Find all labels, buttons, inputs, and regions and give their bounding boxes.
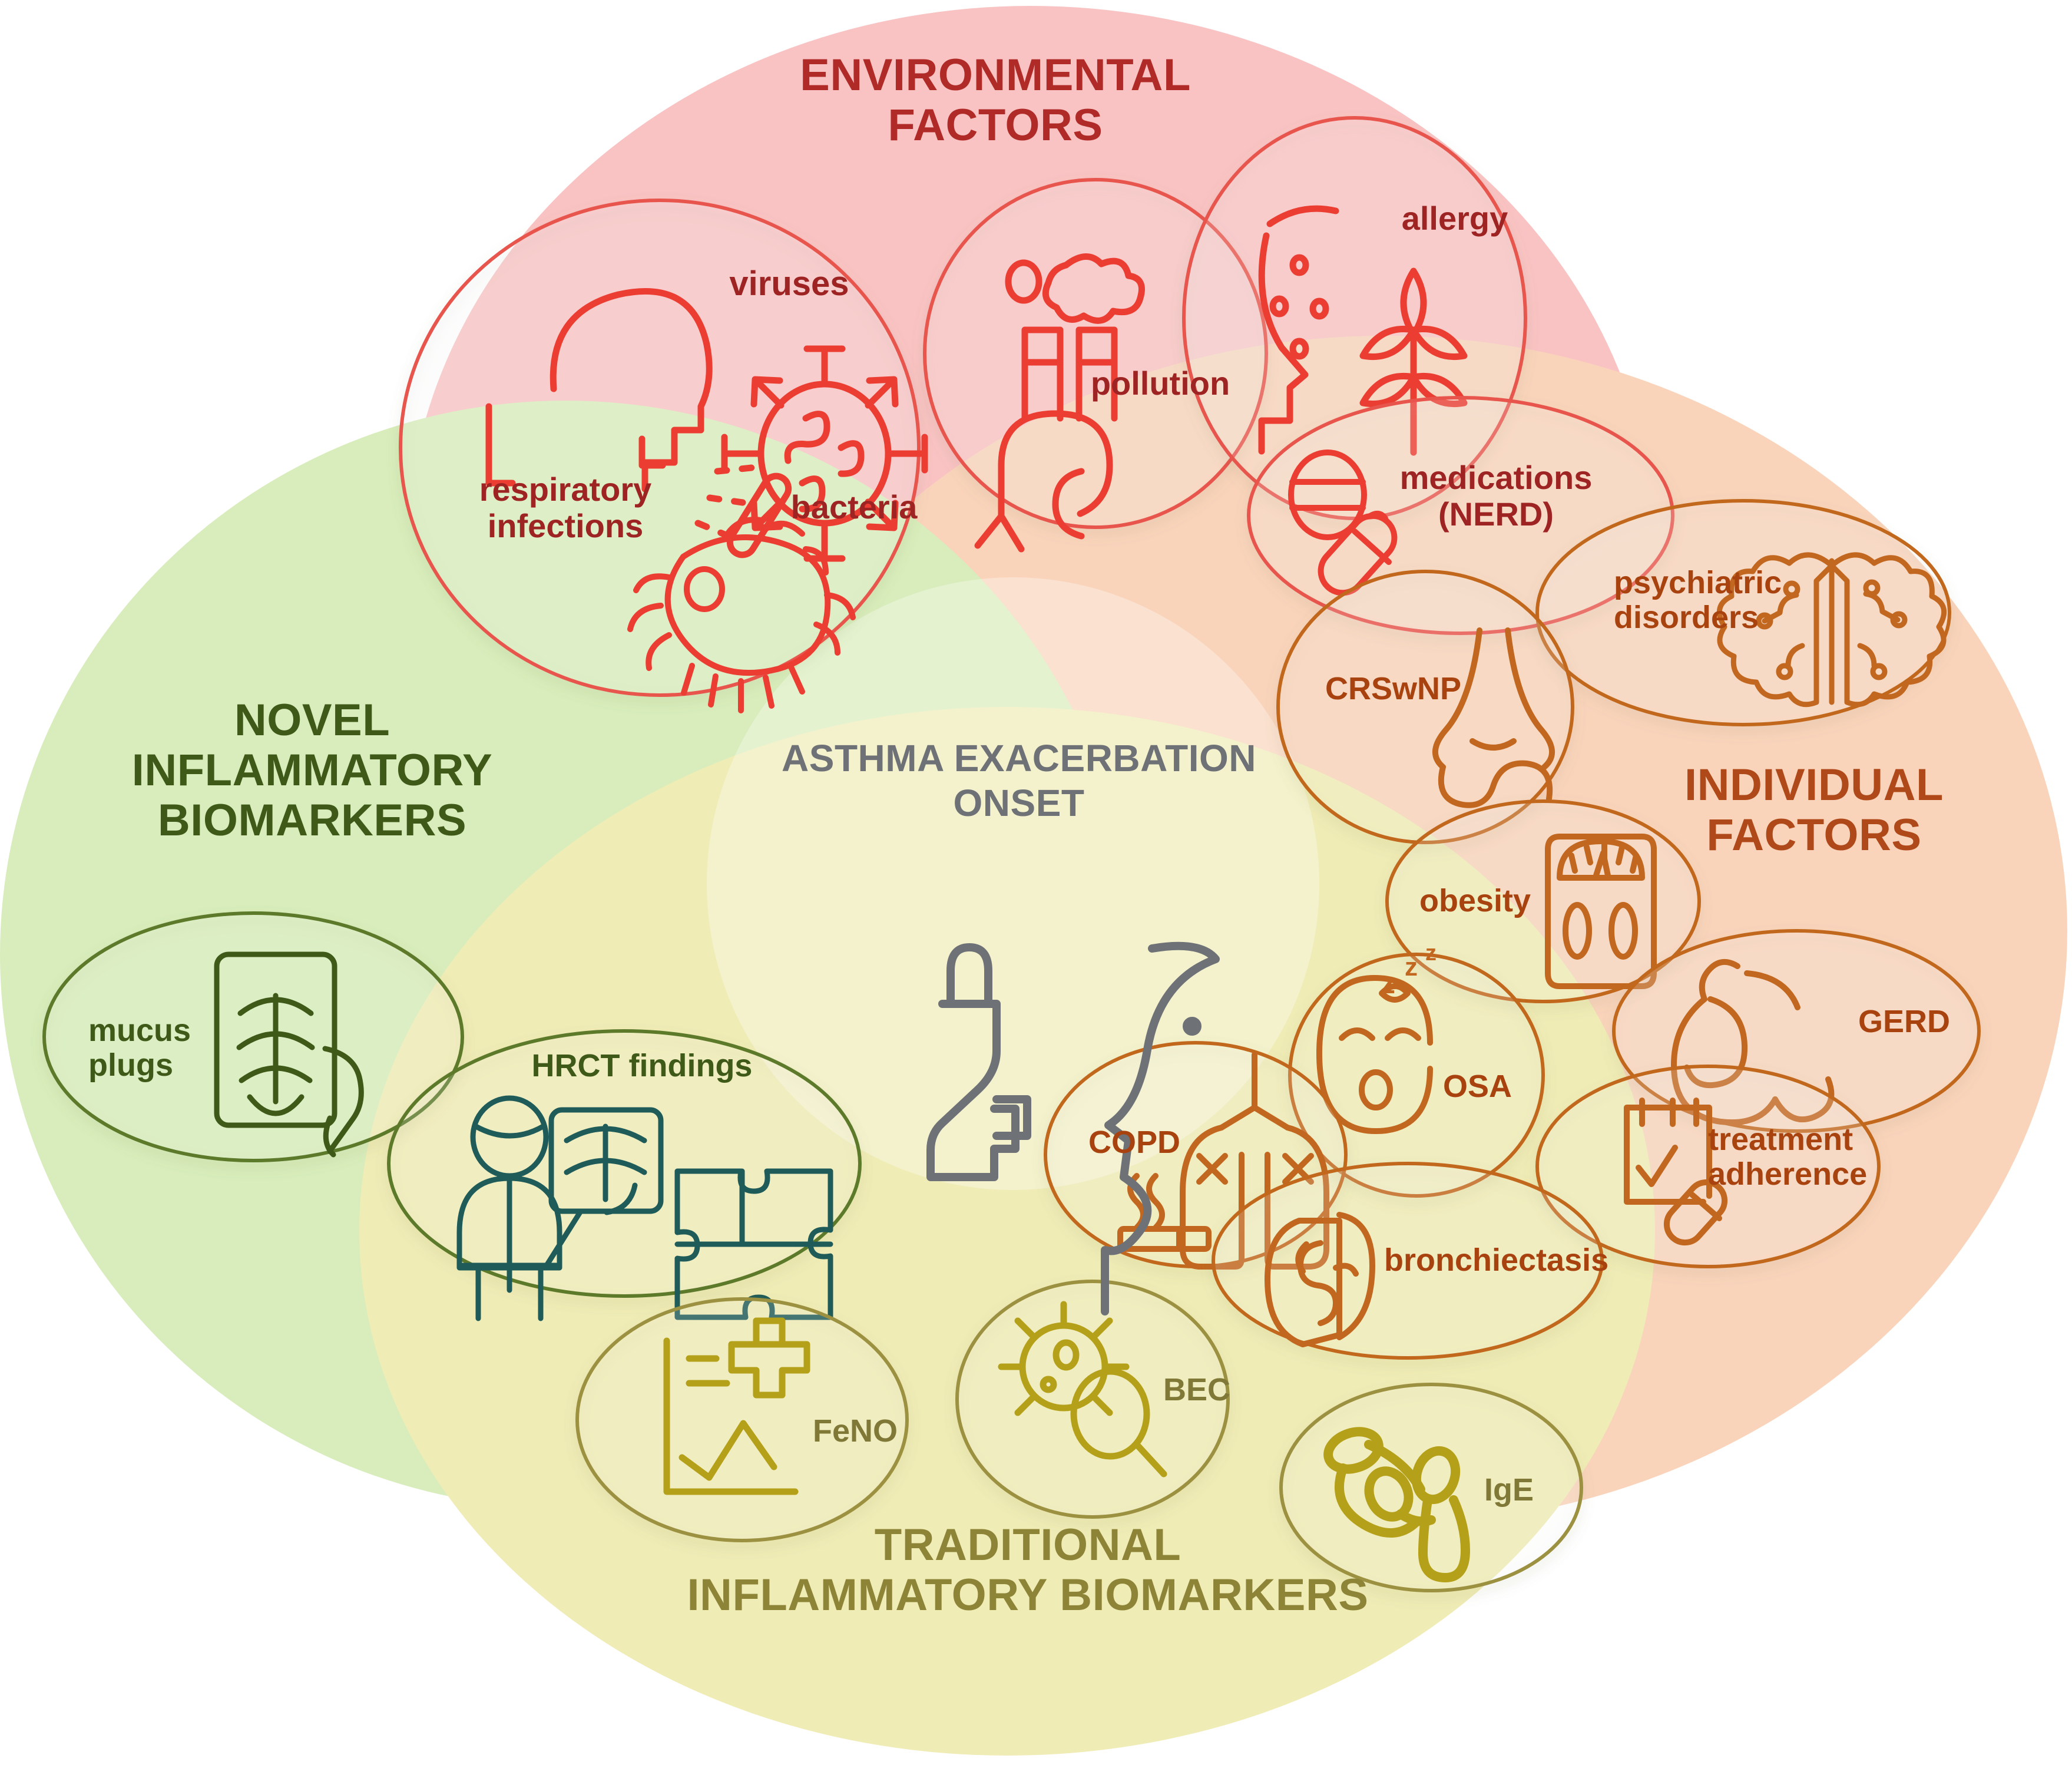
node-feno[interactable]: [575, 1297, 909, 1542]
svg-text:z: z: [1425, 941, 1437, 966]
svg-text:z: z: [1381, 967, 1395, 1000]
svg-text:z: z: [1405, 953, 1418, 981]
node-respiratory-infections[interactable]: [399, 199, 921, 697]
chest-xray-in-hand-icon: [214, 951, 364, 1158]
antibody-icon: [1323, 1427, 1470, 1582]
eosinophil-cell-icon: [998, 1301, 1167, 1478]
checklist-with-pill-icon: [1624, 1098, 1728, 1246]
domain-title-traditional: TRADITIONAL INFLAMMATORY BIOMARKERS: [687, 1520, 1369, 1621]
inhaler-and-face-profile-icon: [926, 941, 1220, 1316]
node-bronchiectasis[interactable]: [1212, 1162, 1604, 1360]
coughing-head-icon: [485, 287, 792, 558]
sleeping-face-icon: z z z: [1316, 941, 1437, 1134]
bacterium-icon: [627, 517, 856, 713]
smokestack-icon: [974, 253, 1145, 553]
virus-icon: [721, 345, 928, 562]
brain-icon: [1717, 552, 1947, 708]
domain-title-environmental: ENVIRONMENTAL FACTORS: [800, 50, 1191, 151]
nose-icon: [1432, 627, 1555, 808]
chart-with-cross-icon: [663, 1317, 810, 1495]
domain-title-novel: NOVEL INFLAMMATORY BIOMARKERS: [131, 695, 493, 846]
domain-title-individual: INDIVIDUAL FACTORS: [1684, 760, 1944, 861]
pills-icon: [1288, 449, 1398, 596]
bronchi-lung-icon: [1265, 1212, 1375, 1347]
center-label-asthma-exacerbation-onset: ASTHMA EXACERBATION ONSET: [782, 737, 1256, 824]
center-overlap-region: [707, 577, 1319, 1190]
